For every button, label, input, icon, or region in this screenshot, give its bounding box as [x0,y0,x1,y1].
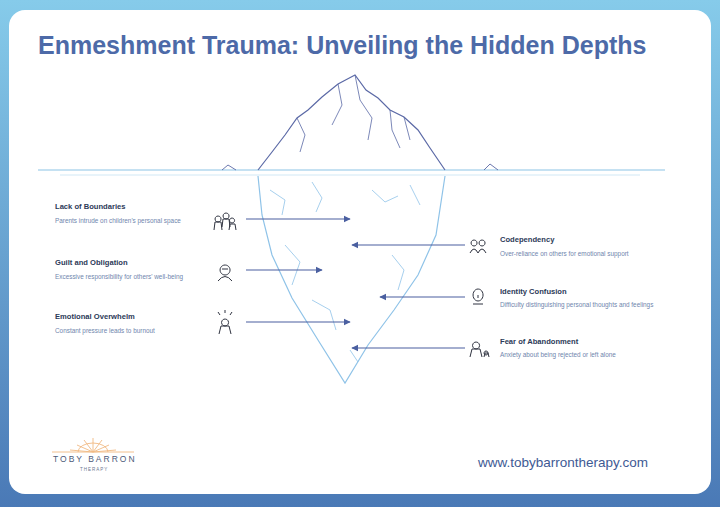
item-heading: Fear of Abandonment [500,338,578,347]
logo-subtext: THERAPY [80,467,108,472]
iceberg-base [258,176,445,383]
item-description: Constant pressure leads to burnout [55,327,155,334]
iceberg-tip [258,75,445,170]
item-description: Over-reliance on others for emotional su… [500,250,629,257]
leader-arrow [246,218,350,219]
item-heading: Guilt and Obligation [55,259,128,268]
website-url: www.tobybarrontherapy.com [478,455,648,471]
stress-icon [218,310,232,334]
water-line [38,169,665,170]
family-icon [214,213,236,230]
alone-icon [470,342,489,357]
item-description: Excessive responsibility for others' wel… [55,273,183,280]
item-heading: Emotional Overwhelm [55,313,135,322]
item-description: Anxiety about being rejected or left alo… [500,351,616,358]
card [9,10,711,494]
logo-rays [70,438,116,452]
item-heading: Codependency [500,236,554,245]
leader-arrow [380,296,465,297]
leader-arrow [352,347,465,348]
leader-arrow [246,269,322,270]
iceberg-crack [270,182,420,362]
logo-sun [52,438,134,452]
logo-text: TOBY BARRON [53,455,137,465]
logo-line [52,452,134,453]
leader-arrow [246,321,350,322]
pair-icon [470,240,486,253]
item-description: Parents intrude on children's personal s… [55,217,181,224]
mirror-icon [473,289,483,304]
icon-group [214,213,489,357]
iceberg-ridge [297,75,410,152]
item-description: Difficulty distinguishing personal thoug… [500,301,653,308]
water-line [60,175,640,176]
ice-floe [222,164,498,170]
item-heading: Lack of Boundaries [55,203,125,212]
title: Enmeshment Trauma: Unveiling the Hidden … [38,31,646,60]
leader-arrow [352,244,465,245]
item-heading: Identity Confusion [500,288,567,297]
person-icon [218,265,232,281]
